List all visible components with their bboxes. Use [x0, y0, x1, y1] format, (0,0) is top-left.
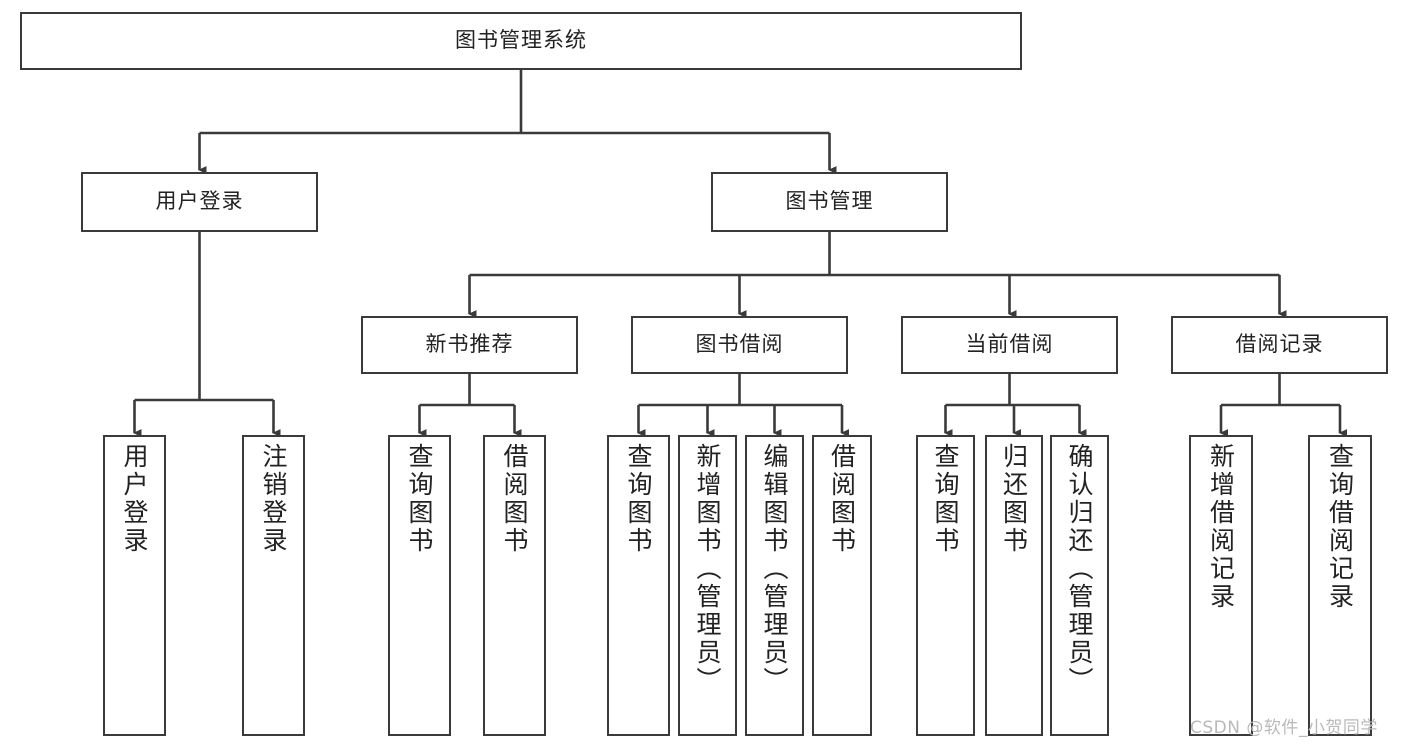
- node-user-login[interactable]: 用户登录: [81, 172, 318, 232]
- node-label: 借阅图书: [500, 443, 529, 555]
- node-leaf-borrow-book-rec[interactable]: 借阅图书: [483, 435, 546, 736]
- node-label: 图书管理: [785, 189, 874, 214]
- node-label: 图书管理系统: [455, 28, 587, 53]
- node-label: 查询借阅记录: [1325, 443, 1355, 611]
- node-label: 新增图书（管理员）: [693, 443, 722, 695]
- node-label: 借阅记录: [1235, 332, 1324, 357]
- node-label: 查询图书: [405, 443, 434, 555]
- node-label: 新书推荐: [425, 332, 514, 357]
- node-label: 注销登录: [259, 443, 288, 555]
- node-label: 用户登录: [120, 443, 149, 555]
- node-label: 用户登录: [155, 189, 244, 214]
- csdn-watermark: CSDN @软件_小贺同学: [1190, 718, 1378, 738]
- node-label: 查询图书: [931, 443, 960, 555]
- node-label: 确认归还（管理员）: [1065, 443, 1094, 695]
- node-leaf-borrow-book-bw[interactable]: 借阅图书: [812, 435, 872, 736]
- node-label: 新增借阅记录: [1206, 443, 1236, 611]
- node-label: 编辑图书（管理员）: [760, 443, 789, 695]
- node-current-borrow[interactable]: 当前借阅: [901, 316, 1118, 374]
- node-borrow-record[interactable]: 借阅记录: [1171, 316, 1388, 374]
- node-leaf-query-book-rec[interactable]: 查询图书: [388, 435, 451, 736]
- node-leaf-add-book[interactable]: 新增图书（管理员）: [678, 435, 737, 736]
- node-leaf-query-book-bw[interactable]: 查询图书: [607, 435, 670, 736]
- node-label: 借阅图书: [827, 443, 857, 555]
- node-book-borrow[interactable]: 图书借阅: [631, 316, 848, 374]
- node-label: 归还图书: [999, 443, 1029, 555]
- node-label: 当前借阅: [965, 332, 1054, 357]
- node-new-book-rec[interactable]: 新书推荐: [361, 316, 578, 374]
- node-label: 图书借阅: [695, 332, 784, 357]
- node-leaf-confirm-return[interactable]: 确认归还（管理员）: [1050, 435, 1109, 736]
- node-book-manage[interactable]: 图书管理: [711, 172, 948, 232]
- node-leaf-add-record[interactable]: 新增借阅记录: [1189, 435, 1253, 736]
- node-label: 查询图书: [624, 443, 653, 555]
- node-leaf-query-book-cb[interactable]: 查询图书: [916, 435, 975, 736]
- node-root[interactable]: 图书管理系统: [20, 12, 1022, 70]
- node-leaf-user-login[interactable]: 用户登录: [103, 435, 166, 736]
- node-leaf-logout[interactable]: 注销登录: [242, 435, 305, 736]
- node-leaf-return-book[interactable]: 归还图书: [985, 435, 1043, 736]
- node-leaf-query-record[interactable]: 查询借阅记录: [1308, 435, 1372, 736]
- node-leaf-edit-book[interactable]: 编辑图书（管理员）: [745, 435, 804, 736]
